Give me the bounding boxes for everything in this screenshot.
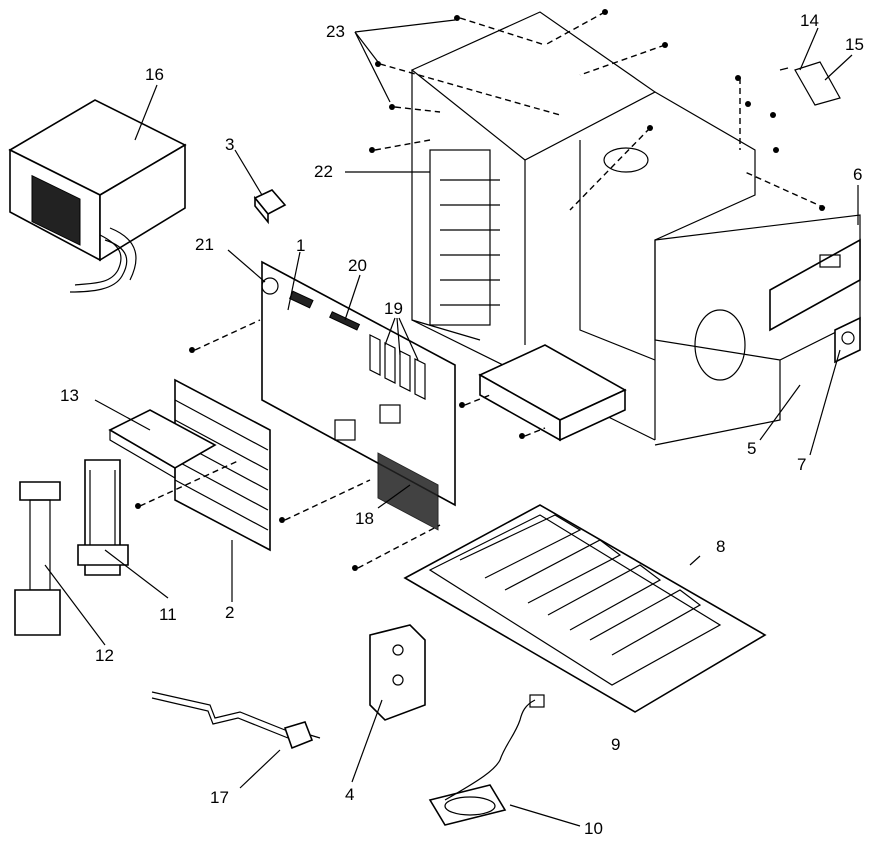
callout-4: 4	[345, 785, 354, 804]
callout-1: 1	[296, 236, 305, 255]
callout-5: 5	[747, 439, 756, 458]
chassis-frame-part	[410, 11, 861, 446]
callout-labels: 1 2 3 4 5 6 7 8 9 10 11 12 13 14 15 16 1…	[60, 11, 864, 838]
callout-13: 13	[60, 386, 79, 405]
callout-11: 11	[159, 605, 177, 624]
drive-cable-part	[14, 481, 61, 636]
callout-12: 12	[95, 646, 114, 665]
callout-20: 20	[348, 256, 367, 275]
front-button-part	[834, 316, 861, 364]
leader-lines	[44, 19, 859, 827]
assembly-lines	[139, 11, 826, 569]
speaker-part	[428, 694, 545, 826]
power-cord-part	[151, 691, 321, 750]
retaining-clip-part	[779, 61, 841, 106]
callout-18: 18	[355, 509, 374, 528]
callout-22: 22	[314, 162, 333, 181]
disk-drive-part	[478, 344, 627, 442]
system-board-part	[261, 260, 456, 531]
callout-7: 7	[797, 455, 806, 474]
callout-15: 15	[845, 35, 864, 54]
callout-2: 2	[225, 603, 234, 622]
callout-10: 10	[584, 819, 603, 838]
callout-8: 8	[716, 537, 725, 556]
callout-19: 19	[384, 299, 403, 318]
memory-sockets-part	[377, 452, 439, 531]
callout-17: 17	[210, 788, 229, 807]
mounting-bracket-part	[369, 624, 426, 721]
drive-bay-part	[769, 238, 861, 332]
callout-23: 23	[326, 22, 345, 41]
power-supply-part	[8, 99, 187, 293]
callout-3: 3	[225, 135, 234, 154]
small-bracket-part	[253, 189, 287, 225]
callout-21: 21	[195, 235, 214, 254]
adapter-bracket-part	[108, 409, 217, 480]
callout-9: 9	[611, 735, 620, 754]
callout-6: 6	[853, 165, 862, 184]
base-tray-part	[403, 504, 767, 713]
callout-16: 16	[145, 65, 164, 84]
callout-14: 14	[800, 11, 819, 30]
ribbon-cable-part	[77, 459, 129, 576]
riser-card-part	[174, 378, 271, 552]
